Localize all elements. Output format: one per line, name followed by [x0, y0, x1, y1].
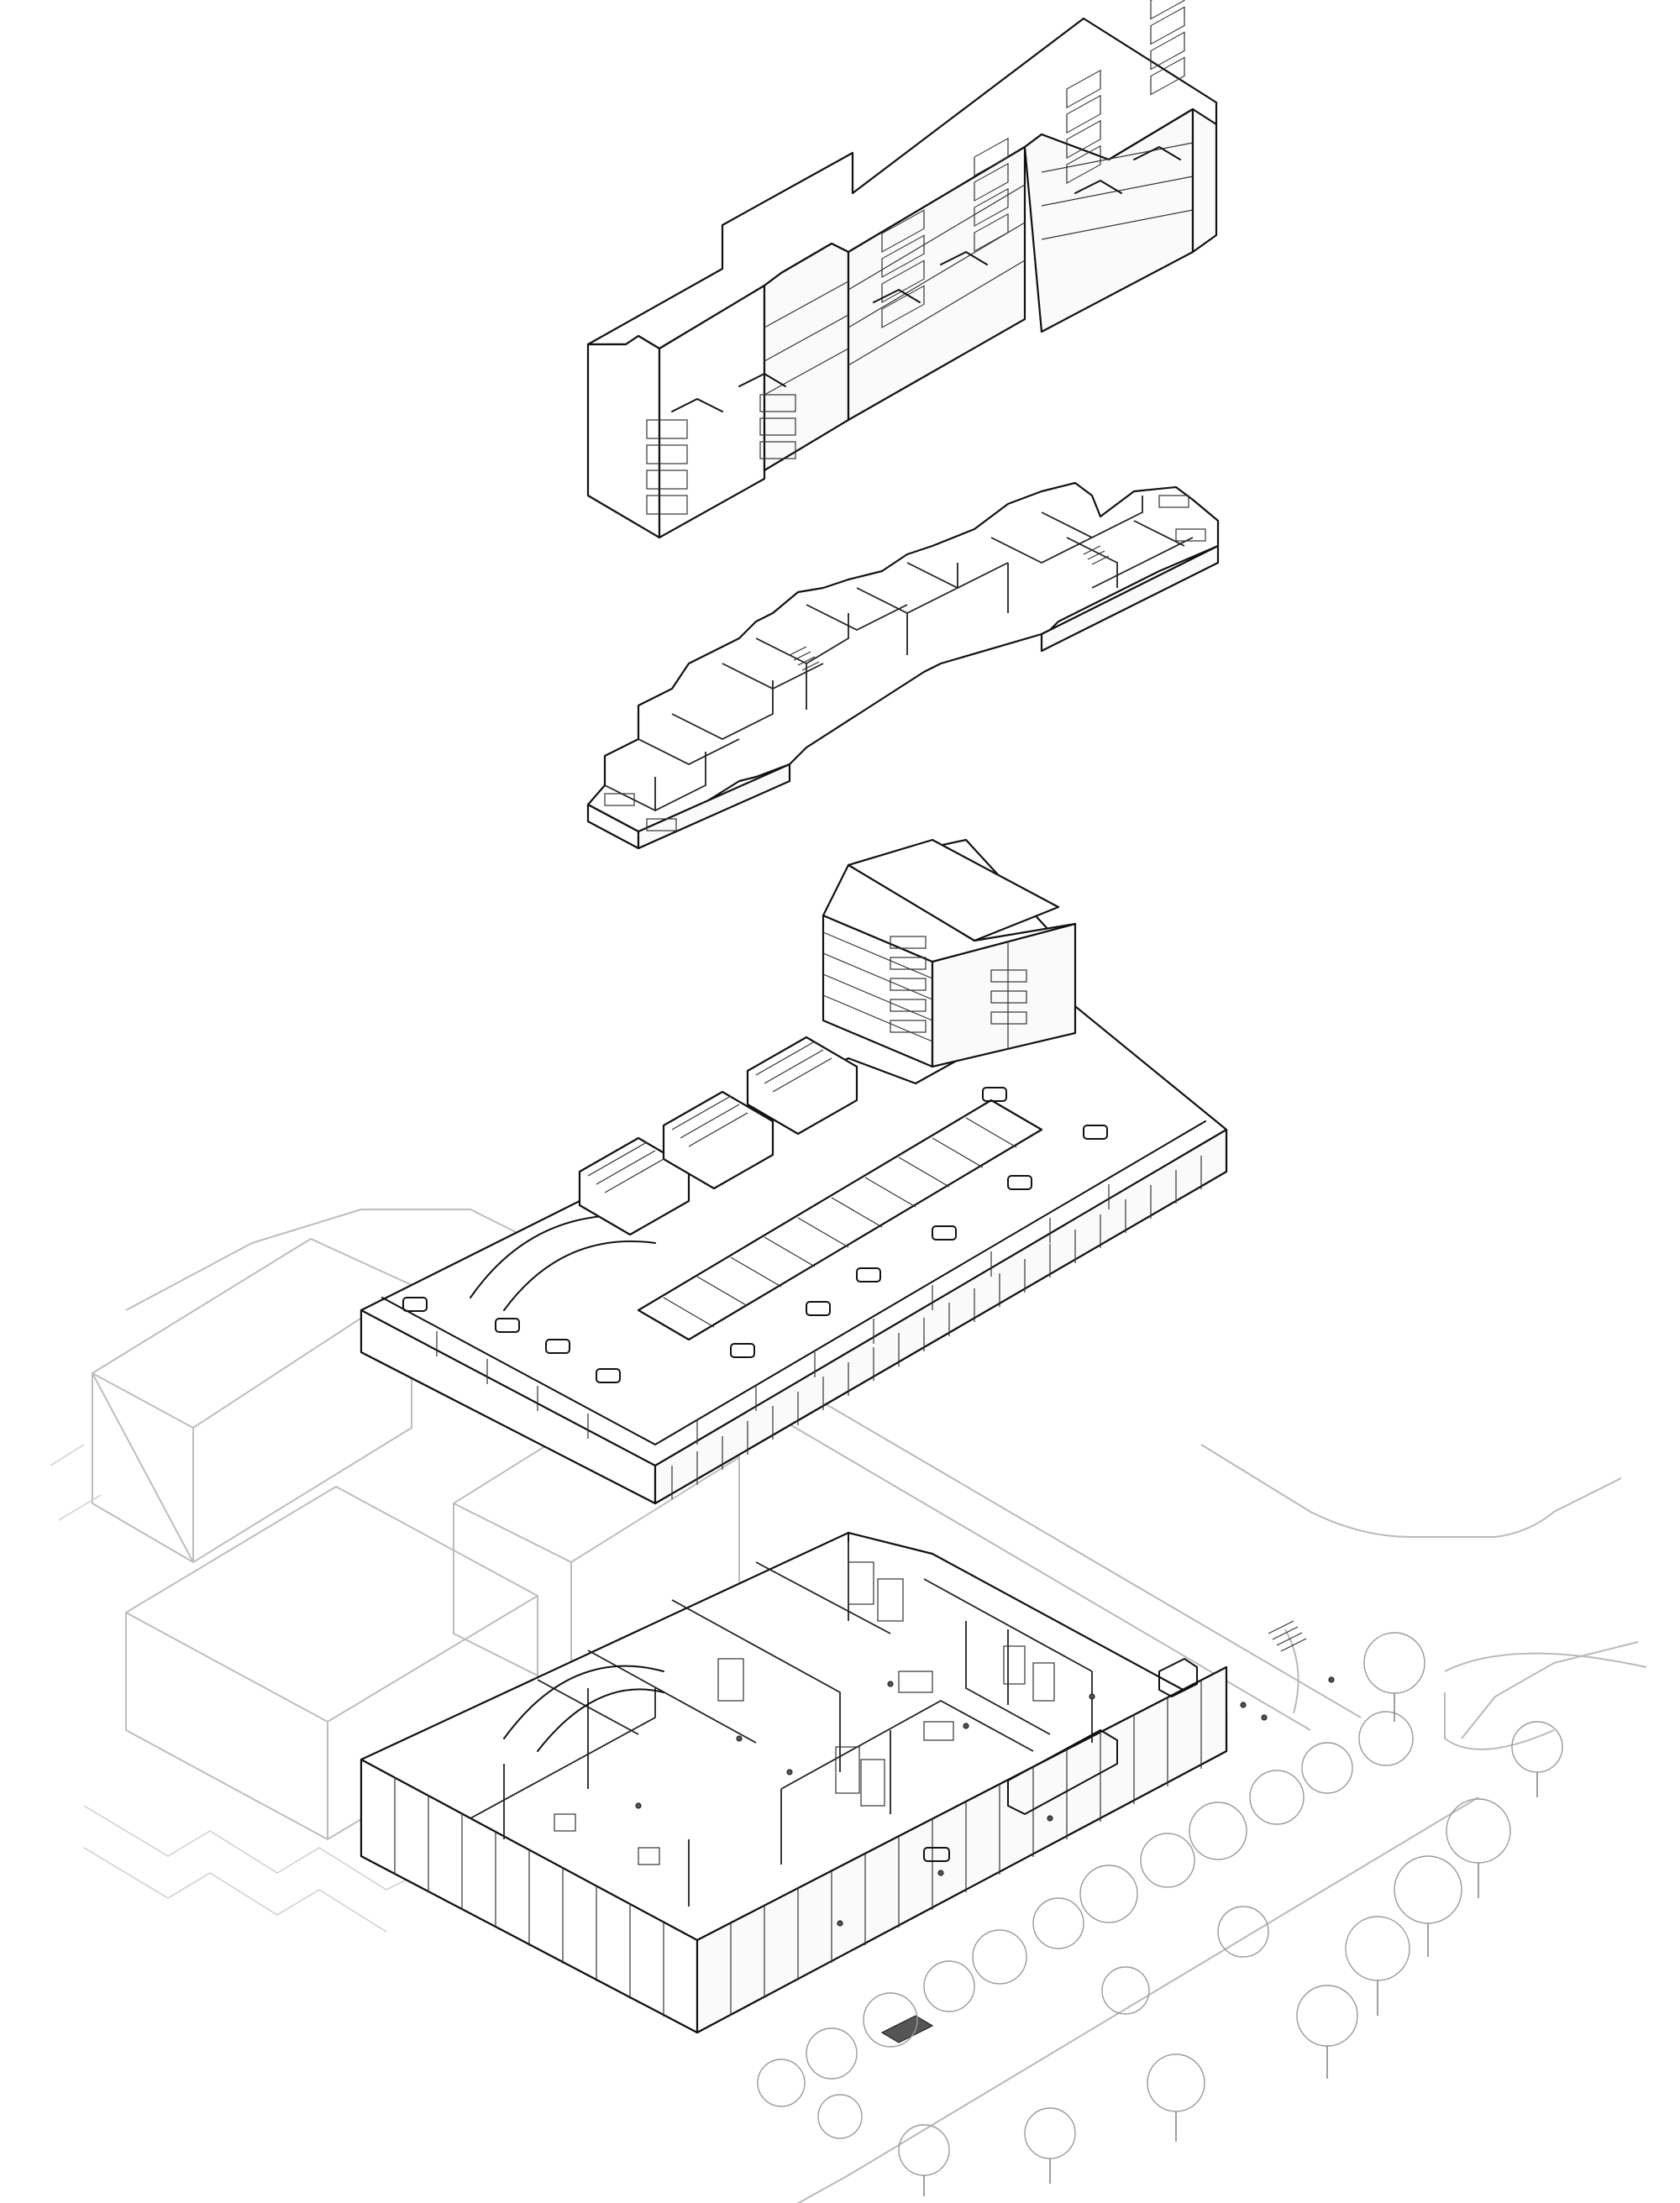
- balconies: [646, 0, 1194, 515]
- upper-residential-block: [586, 0, 1218, 539]
- delivery-trucks: [923, 1658, 1198, 1862]
- people: [635, 1676, 1335, 1927]
- residential-floor-plate: [586, 481, 1220, 850]
- tower: [822, 838, 1077, 1068]
- glazing-mullions: [394, 1680, 1202, 2017]
- ground-floor-workshops: [360, 1531, 1335, 2043]
- parking-deck-with-tower: [360, 838, 1228, 1505]
- parked-cars: [402, 1087, 1108, 1383]
- floor-plate-balconies: [604, 495, 1206, 831]
- sawtooth-roofs: [578, 1036, 858, 1236]
- street: [780, 1402, 1647, 2203]
- equipment: [554, 1561, 1055, 1865]
- tree-row: [757, 1632, 1563, 2196]
- crosswalk: [1268, 1620, 1307, 1652]
- deck-columns: [436, 1184, 1110, 1445]
